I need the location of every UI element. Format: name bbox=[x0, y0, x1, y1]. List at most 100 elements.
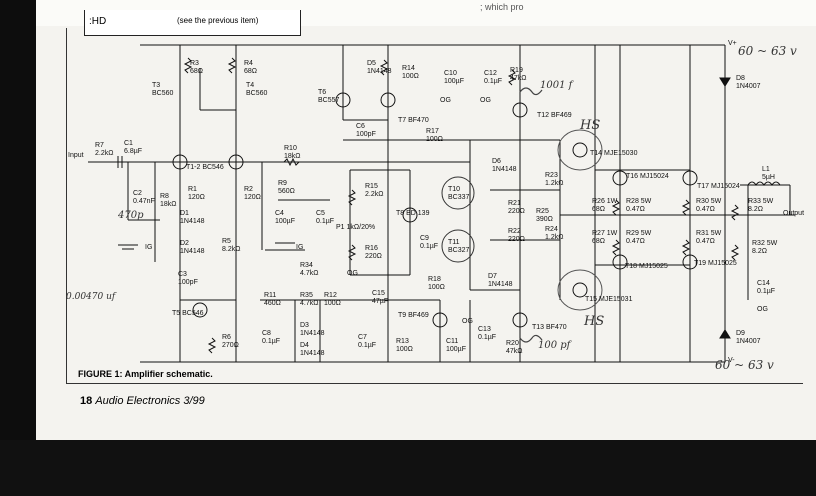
scan-shadow-left bbox=[0, 0, 36, 496]
label-t16: T16 MJ15024 bbox=[626, 173, 669, 180]
header-box: :HD (see the previous item) bbox=[84, 10, 301, 36]
handwritten-voltage-top: 60 ~ 63 v bbox=[738, 44, 797, 58]
label-ig-2: IG bbox=[296, 244, 304, 251]
scan-shadow-bottom bbox=[0, 440, 816, 496]
handwritten-cap-note: 0.00470 uf bbox=[66, 292, 116, 302]
label-og-4: OG bbox=[462, 318, 473, 325]
label-vminus: V- bbox=[728, 357, 735, 364]
label-ig-1: IG bbox=[145, 244, 153, 251]
label-t5: T5 BC546 bbox=[172, 310, 204, 317]
label-og-3: OG bbox=[347, 270, 358, 277]
header-box-text: :HD bbox=[89, 16, 107, 27]
handwritten-voltage-bottom: 60 ~ 63 v bbox=[715, 358, 774, 372]
label-t12b: T12 BF469 bbox=[537, 112, 572, 119]
label-og-1: OG bbox=[440, 97, 451, 104]
label-t12: T1-2 BC546 bbox=[186, 164, 224, 171]
handwritten-t14-part: 1001 f bbox=[540, 80, 573, 91]
label-t19: T19 MJ15025 bbox=[694, 260, 737, 267]
paper-page bbox=[36, 0, 816, 448]
label-t17: T17 MJ15024 bbox=[697, 183, 740, 190]
header-see-previous: (see the previous item) bbox=[177, 16, 259, 25]
label-input: Input bbox=[68, 152, 84, 159]
header-cut-text: ; which pro bbox=[480, 2, 524, 12]
issue-number: 3/99 bbox=[183, 395, 205, 407]
figure-frame bbox=[66, 28, 803, 384]
page-footer: 18 Audio Electronics 3/99 bbox=[80, 395, 205, 407]
label-vplus: V+ bbox=[728, 40, 737, 47]
label-t13: T13 BF470 bbox=[532, 324, 567, 331]
handwritten-t13-note: 100 pf bbox=[538, 340, 571, 351]
label-output: Output bbox=[783, 210, 805, 217]
label-t14: T14 MJE15030 bbox=[590, 150, 638, 157]
magazine-title: Audio Electronics bbox=[95, 395, 181, 407]
label-t7: T7 BF470 bbox=[398, 117, 429, 124]
label-t18: T18 MJ15025 bbox=[625, 263, 668, 270]
label-t9: T9 BF469 bbox=[398, 312, 429, 319]
label-og-2: OG bbox=[480, 97, 491, 104]
label-t8: T8 BD 139 bbox=[396, 210, 430, 217]
handwritten-hs-t15: HS bbox=[584, 314, 605, 329]
handwritten-c2-note: 470p bbox=[118, 210, 144, 221]
label-p1: P1 1kΩ/20% bbox=[336, 224, 376, 231]
